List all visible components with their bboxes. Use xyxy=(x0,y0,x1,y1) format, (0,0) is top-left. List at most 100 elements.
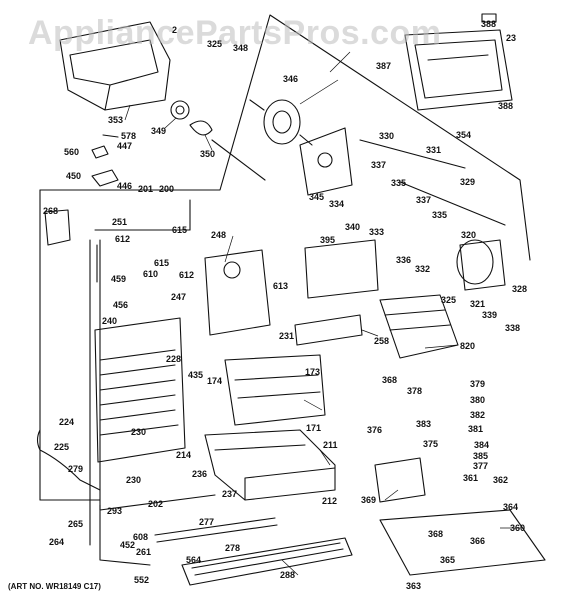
part-label: 240 xyxy=(102,316,118,326)
part-label: 228 xyxy=(166,354,182,364)
part-label: 395 xyxy=(320,235,336,245)
part-label: 345 xyxy=(309,192,325,202)
pan-drawer-171 xyxy=(224,354,326,426)
part-label: 388 xyxy=(498,101,514,111)
part-label: 564 xyxy=(186,555,202,565)
part-label: 615 xyxy=(172,225,188,235)
part-label: 340 xyxy=(345,222,361,232)
part-label: 364 xyxy=(503,502,519,512)
part-label: 321 xyxy=(470,299,486,309)
part-label: 320 xyxy=(461,230,477,240)
part-label: 383 xyxy=(416,419,432,429)
part-label: 293 xyxy=(107,506,123,516)
watermark-text: AppliancePartsPros.com xyxy=(28,14,442,52)
part-label: 329 xyxy=(460,177,476,187)
part-label: 201 xyxy=(138,184,154,194)
part-label: 378 xyxy=(407,386,423,396)
part-label: 337 xyxy=(416,195,432,205)
part-label: 350 xyxy=(200,149,216,159)
part-label: 450 xyxy=(66,171,82,181)
part-label: 288 xyxy=(280,570,296,580)
part-label: 332 xyxy=(415,264,431,274)
part-label: 380 xyxy=(470,395,486,405)
dispenser-door xyxy=(404,13,513,111)
part-label: 335 xyxy=(432,210,448,220)
part-label: 435 xyxy=(188,370,204,380)
part-label: 368 xyxy=(428,529,444,539)
part-label: 236 xyxy=(192,469,208,479)
part-label: 331 xyxy=(426,145,442,155)
art-number: (ART NO. WR18149 C17) xyxy=(8,582,101,591)
part-label: 353 xyxy=(108,115,124,125)
part-label: 362 xyxy=(493,475,509,485)
part-label: 382 xyxy=(470,410,486,420)
part-label: 456 xyxy=(113,300,129,310)
part-label: 446 xyxy=(117,181,133,191)
part-label: 277 xyxy=(199,517,215,527)
part-label: 335 xyxy=(391,178,407,188)
part-label: 325 xyxy=(441,295,457,305)
part-label: 171 xyxy=(306,423,322,433)
part-label: 612 xyxy=(179,270,195,280)
part-label: 615 xyxy=(154,258,170,268)
part-label: 23 xyxy=(506,33,517,43)
part-label: 264 xyxy=(49,537,65,547)
part-label: 387 xyxy=(376,61,392,71)
part-label: 225 xyxy=(54,442,70,452)
part-label: 230 xyxy=(131,427,147,437)
part-label: 214 xyxy=(176,450,192,460)
part-label: 385 xyxy=(473,451,489,461)
part-label: 349 xyxy=(151,126,167,136)
part-label: 202 xyxy=(148,499,164,509)
part-label: 237 xyxy=(222,489,238,499)
part-label: 336 xyxy=(396,255,412,265)
part-label: 265 xyxy=(68,519,84,529)
part-label: 339 xyxy=(482,310,498,320)
part-label: 258 xyxy=(374,336,390,346)
part-label: 459 xyxy=(111,274,127,284)
part-label: 552 xyxy=(134,575,150,585)
part-label: 820 xyxy=(460,341,476,351)
part-label: 376 xyxy=(367,425,383,435)
part-label: 251 xyxy=(112,217,128,227)
pan-drawer-211 xyxy=(204,429,336,501)
cabinet-outline xyxy=(39,14,531,261)
part-label: 610 xyxy=(143,269,159,279)
ice-bucket xyxy=(59,21,171,111)
part-label: 369 xyxy=(361,495,377,505)
part-label: 337 xyxy=(371,160,387,170)
part-label: 363 xyxy=(406,581,422,591)
part-label: 354 xyxy=(456,130,472,140)
part-label: 330 xyxy=(379,131,395,141)
part-label: 2 xyxy=(172,25,178,35)
part-label: 231 xyxy=(279,331,295,341)
part-label: 230 xyxy=(126,475,142,485)
part-label: 268 xyxy=(43,206,59,216)
part-label: 200 xyxy=(159,184,175,194)
part-label: 361 xyxy=(463,473,479,483)
part-label: 338 xyxy=(505,323,521,333)
part-label: 248 xyxy=(211,230,227,240)
part-label: 368 xyxy=(382,375,398,385)
part-label: 334 xyxy=(329,199,345,209)
part-label: 612 xyxy=(115,234,131,244)
part-label: 375 xyxy=(423,439,439,449)
part-label: 328 xyxy=(512,284,528,294)
part-label: 365 xyxy=(440,555,456,565)
part-label: 608 xyxy=(133,532,149,542)
part-label: 452 xyxy=(120,540,136,550)
auger-motor xyxy=(249,99,313,146)
part-label: 447 xyxy=(117,141,133,151)
part-label: 224 xyxy=(59,417,75,427)
part-label: 388 xyxy=(481,19,497,29)
part-label: 613 xyxy=(273,281,289,291)
part-label: 261 xyxy=(136,547,152,557)
part-label: 379 xyxy=(470,379,486,389)
part-label: 348 xyxy=(233,43,249,53)
part-label: 384 xyxy=(474,440,490,450)
part-label: 278 xyxy=(225,543,241,553)
part-label: 247 xyxy=(171,292,187,302)
part-label: 381 xyxy=(468,424,484,434)
